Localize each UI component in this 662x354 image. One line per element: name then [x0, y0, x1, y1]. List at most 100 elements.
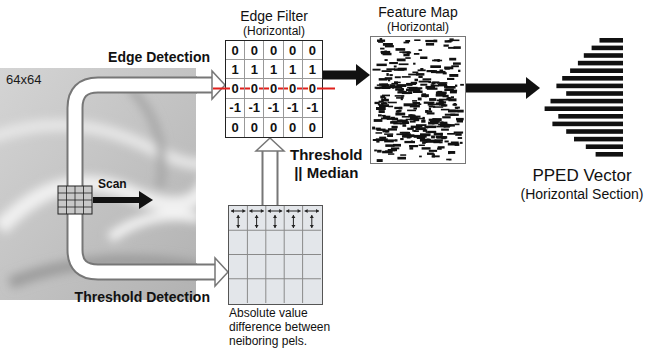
feature-dash [378, 114, 382, 116]
feature-dash [394, 66, 397, 68]
feature-dash [419, 126, 423, 128]
feature-dash [422, 147, 431, 149]
feature-dash [377, 159, 383, 162]
feature-dash [445, 124, 455, 127]
feature-dash [413, 63, 415, 65]
matrix-value: 0 [250, 82, 259, 95]
feature-dash [427, 70, 435, 72]
feature-dash [400, 132, 409, 134]
matrix-cell: 1 [264, 60, 283, 79]
feature-dash [437, 148, 442, 150]
matrix-value: 0 [308, 82, 317, 95]
flow-arrow-shaft [466, 84, 526, 93]
feature-dash [406, 89, 414, 91]
image-ground [0, 68, 196, 300]
feature-dash [448, 143, 458, 146]
feature-dash [379, 101, 384, 103]
feature-dash [447, 78, 454, 80]
vector-bar [545, 106, 623, 111]
matrix-cell: 0 [226, 41, 245, 60]
broad-arrow-fill [196, 79, 212, 92]
feature-dash [392, 126, 398, 129]
feature-dash [410, 105, 420, 107]
feature-dash [402, 121, 409, 124]
feature-dash [449, 58, 456, 61]
feature-dash [419, 81, 430, 83]
node-subtitle: (Horizontal Section) [521, 186, 644, 202]
broad-arrow-head [256, 138, 284, 151]
matrix-cell: -1 [264, 99, 283, 118]
feature-dash [418, 76, 422, 79]
feature-dash [374, 119, 383, 122]
flow-arrow [323, 64, 370, 86]
feature-dash [428, 81, 431, 83]
matrix-cell: 0 [264, 41, 283, 60]
feature-dash [412, 100, 417, 102]
difference-arrow-head [273, 215, 277, 218]
feature-dash [376, 128, 381, 130]
feature-dash [448, 40, 453, 42]
matrix-cell: 0 [245, 41, 264, 60]
feature-dash [400, 138, 403, 140]
matrix-value: 0 [230, 44, 239, 57]
matrix-value: 1 [269, 63, 278, 76]
matrix-cell: 0 [284, 79, 303, 98]
feature-dash [424, 126, 433, 128]
node-title: Absolute value difference between neibor… [229, 307, 355, 348]
feature-dash [418, 98, 422, 101]
broad-arrow-head [215, 258, 228, 286]
feature-dash [385, 150, 389, 153]
feature-dash [407, 110, 416, 112]
feature-dash [388, 102, 397, 104]
feature-dash [399, 91, 407, 93]
broad-arrow-outline [196, 264, 215, 281]
feature-dash [419, 49, 423, 51]
feature-dash [415, 127, 426, 130]
broad-arrow-body [75, 85, 197, 186]
broad-arrow-head [212, 71, 225, 99]
node-title: 64x64 [6, 72, 41, 87]
feature-dash [426, 43, 434, 46]
difference-arrow-head [316, 209, 319, 213]
matrix-value: 0 [269, 82, 278, 95]
matrix-value: -1 [286, 101, 300, 114]
feature-dash [381, 52, 388, 54]
scan-arrow-head [139, 191, 153, 209]
feature-dash [396, 48, 406, 51]
matrix-value: 1 [308, 63, 317, 76]
difference-arrow-head [298, 209, 301, 213]
feature-dash [390, 121, 397, 124]
difference-arrow-head [255, 225, 259, 228]
feature-dash [408, 91, 413, 94]
matrix-value: 1 [230, 63, 239, 76]
vector-bar [578, 61, 623, 66]
broad-arrow [196, 258, 228, 286]
vector-bar [566, 129, 623, 134]
broad-arrow-body [75, 214, 197, 272]
feature-dash [457, 120, 459, 122]
feature-dash [434, 133, 443, 136]
node-text-block: Absolute value difference between neibor… [229, 307, 355, 348]
feature-dash [445, 67, 450, 70]
grid-line [229, 230, 321, 231]
feature-dash [384, 139, 386, 141]
feature-dash [380, 48, 384, 50]
matrix-cell: 0 [264, 118, 283, 137]
feature-dash [397, 110, 401, 112]
feature-dash [418, 69, 426, 71]
matrix-cell: 0 [226, 118, 245, 137]
svg-part [0, 88, 196, 283]
feature-dash [396, 97, 402, 99]
feature-dash [431, 136, 435, 139]
feature-dash [419, 145, 425, 147]
feature-dash [420, 84, 427, 86]
matrix-cell: 0 [303, 118, 322, 137]
filter-matrix: 000001111100000-1-1-1-1-100000Edge Filte… [225, 40, 323, 138]
matrix-value: 0 [250, 121, 259, 134]
feature-dash [396, 111, 401, 113]
matrix-value: -1 [267, 101, 281, 114]
node-title: Feature Map [378, 4, 457, 20]
feature-dash [395, 139, 398, 141]
feature-dash [405, 57, 410, 59]
